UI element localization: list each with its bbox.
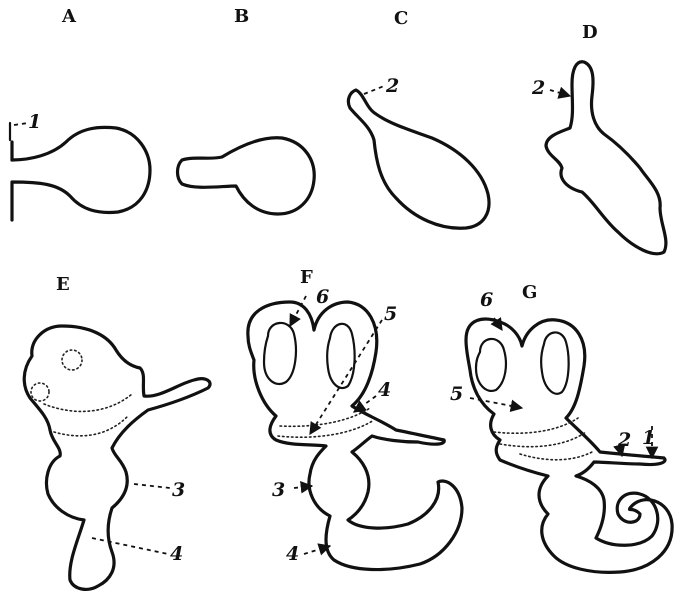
label-g-2: 2	[617, 429, 631, 451]
stage-f-labyrinth-canals: 6 5 4 3 4	[248, 286, 462, 570]
stage-g-mature-labyrinth: 6 5 2 1	[450, 289, 672, 572]
label-g-6: 6	[480, 289, 493, 311]
label-e-3: 3	[172, 479, 185, 501]
panel-letter-g: G	[522, 282, 537, 303]
panel-letter-d: D	[582, 22, 598, 43]
panel-letter-e: E	[56, 274, 70, 295]
stage-b-otic-vesicle	[178, 138, 315, 214]
panel-letter-b: B	[234, 6, 249, 27]
stage-d-lobed-vesicle: 2	[531, 62, 666, 254]
label-c-2: 2	[385, 75, 399, 97]
panel-letter-a: A	[61, 6, 77, 27]
panel-letter-c: C	[394, 8, 408, 29]
label-d-2: 2	[531, 77, 545, 99]
stage-a-otic-pit: 1	[10, 111, 150, 220]
label-g-1: 1	[642, 427, 655, 449]
label-a-1: 1	[28, 111, 41, 133]
stage-e-early-labyrinth: 3 4	[24, 326, 210, 589]
stage-c-vesicle-elongating: 2	[348, 75, 489, 228]
label-f-4-lower: 4	[286, 543, 299, 565]
panel-letter-f: F	[300, 267, 313, 288]
label-f-3: 3	[272, 479, 285, 501]
label-e-4: 4	[170, 543, 183, 565]
label-g-5: 5	[450, 383, 463, 405]
label-f-4-upper: 4	[378, 379, 391, 401]
label-f-6: 6	[316, 286, 329, 308]
label-f-5: 5	[384, 303, 397, 325]
